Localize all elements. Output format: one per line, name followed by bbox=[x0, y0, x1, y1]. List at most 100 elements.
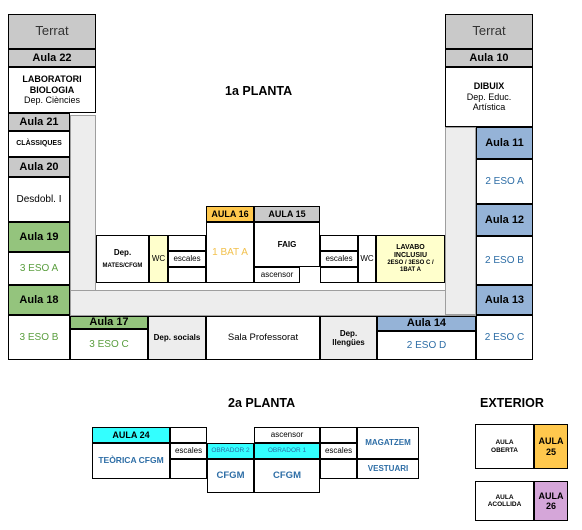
obrador-1-label: OBRADOR 1 bbox=[267, 447, 307, 455]
dep-socials-label: Dep. socials bbox=[153, 333, 201, 343]
aula-22: LABORATORI BIOLOGIA Dep. Ciències bbox=[8, 67, 96, 113]
aula-11-header: Aula 11 bbox=[476, 127, 533, 159]
lavabo-label: LAVABO INCLUSIU bbox=[393, 244, 428, 260]
corridor-left bbox=[70, 115, 96, 315]
escales-2-top bbox=[170, 427, 207, 443]
dep-socials: Dep. socials bbox=[148, 316, 206, 360]
dep-mates-label: Dep. bbox=[113, 247, 132, 257]
wc-right-label: WC bbox=[360, 254, 374, 264]
aula-oberta-label: AULA OBERTA bbox=[491, 439, 518, 454]
dep-llengues-label: Dep. llengües bbox=[332, 328, 365, 347]
escales-left-bottom bbox=[168, 267, 206, 283]
aula-14-label: Aula 14 bbox=[406, 317, 447, 330]
aula-14-desc: 2 ESO D bbox=[406, 339, 447, 351]
aula-24-header: AULA 24 bbox=[92, 427, 170, 443]
aula-17-desc: 3 ESO C bbox=[89, 338, 129, 350]
cfgm-b-label: CFGM bbox=[273, 469, 301, 481]
aula-16-label: AULA 16 bbox=[211, 208, 249, 219]
aula-18: 3 ESO B bbox=[8, 315, 70, 360]
aula-11-label: Aula 11 bbox=[485, 136, 524, 149]
aula-10-dep: Dep. Educ. Artística bbox=[466, 91, 512, 113]
aula-17: 3 ESO C bbox=[70, 329, 148, 360]
aula-18-desc: 3 ESO B bbox=[19, 331, 59, 343]
escales-3: escales bbox=[320, 443, 357, 459]
dep-llengues: Dep. llengües bbox=[320, 316, 377, 360]
escales-left-label: escales bbox=[173, 254, 201, 264]
lavabo-desc: 2ESO / 3ESO C / 1BAT A bbox=[387, 260, 434, 274]
lavabo-inclusiu: LAVABO INCLUSIU 2ESO / 3ESO C / 1BAT A bbox=[376, 235, 445, 283]
sala-professorat: Sala Professorat bbox=[206, 316, 320, 360]
terrat-left-label: Terrat bbox=[35, 23, 69, 39]
aula-22-dep: Dep. Ciències bbox=[23, 95, 81, 106]
aula-10-header: Aula 10 bbox=[445, 49, 533, 67]
escales-3-top bbox=[320, 427, 357, 443]
obrador-2-label: OBRADOR 2 bbox=[211, 447, 250, 455]
aula-15-header: AULA 15 bbox=[254, 206, 320, 222]
terrat-right-label: Terrat bbox=[472, 23, 506, 39]
aula-11-desc: 2 ESO A bbox=[485, 175, 524, 187]
aula-15-label: AULA 15 bbox=[268, 208, 306, 219]
aula-10-desc: DIBUIX bbox=[473, 81, 505, 92]
obrador-2-header: OBRADOR 2 bbox=[207, 443, 254, 459]
cfgm-a-label: CFGM bbox=[216, 469, 245, 481]
escales-3-bottom bbox=[320, 459, 357, 479]
aula-24-desc: TEÒRICA CFGM bbox=[98, 455, 164, 466]
aula-12-label: Aula 12 bbox=[484, 213, 525, 226]
aula-20-desc: Desdobl. I bbox=[16, 193, 62, 205]
escales-2: escales bbox=[170, 443, 207, 459]
aula-16-header: AULA 16 bbox=[206, 206, 254, 222]
aula-21-desc: CLÀSSIQUES bbox=[16, 139, 62, 147]
aula-22-desc: LABORATORI BIOLOGIA bbox=[22, 74, 82, 95]
floor2-title: 2a PLANTA bbox=[228, 396, 296, 410]
escales-left: escales bbox=[168, 251, 206, 267]
aula-24-label: AULA 24 bbox=[112, 429, 150, 440]
aula-17-header: Aula 17 bbox=[70, 316, 148, 329]
escales-left-top bbox=[168, 235, 206, 251]
aula-21-label: Aula 21 bbox=[19, 115, 59, 128]
obrador-2: CFGM bbox=[207, 459, 254, 493]
vestuari: VESTUARI bbox=[357, 459, 419, 479]
aula-25-label: AULA 25 bbox=[538, 436, 564, 457]
aula-10: DIBUIX Dep. Educ. Artística bbox=[445, 67, 533, 127]
aula-16: 1 BAT A bbox=[206, 222, 254, 283]
escales-right-top bbox=[320, 235, 358, 251]
corridor-bottom bbox=[70, 290, 476, 316]
escales-2-bottom bbox=[170, 459, 207, 479]
escales-right-bottom bbox=[320, 267, 358, 283]
corridor-right bbox=[445, 127, 476, 315]
aula-acollida: AULA ACOLLIDA bbox=[475, 481, 534, 521]
aula-12: 2 ESO B bbox=[476, 236, 533, 285]
terrat-left: Terrat bbox=[8, 14, 96, 49]
sala-label: Sala Professorat bbox=[227, 331, 299, 343]
aula-25: AULA 25 bbox=[534, 424, 568, 469]
floor1-title: 1a PLANTA bbox=[225, 84, 293, 98]
aula-13-header: Aula 13 bbox=[476, 285, 533, 315]
aula-21: CLÀSSIQUES bbox=[8, 131, 70, 157]
aula-13: 2 ESO C bbox=[476, 315, 533, 360]
escales-2-label: escales bbox=[174, 446, 203, 456]
ascensor-2: ascensor bbox=[254, 427, 320, 443]
aula-20-label: Aula 20 bbox=[19, 160, 59, 173]
aula-15: FAIG bbox=[254, 222, 320, 267]
escales-right-label: escales bbox=[325, 254, 353, 264]
obrador-1-header: OBRADOR 1 bbox=[254, 443, 320, 459]
dep-mates: Dep. MATES/CFGM bbox=[96, 235, 149, 283]
magatzem: MAGATZEM bbox=[357, 427, 419, 459]
aula-13-label: Aula 13 bbox=[484, 293, 525, 306]
aula-19: 3 ESO A bbox=[8, 252, 70, 285]
aula-20: Desdobl. I bbox=[8, 177, 70, 222]
aula-12-header: Aula 12 bbox=[476, 204, 533, 236]
escales-3-label: escales bbox=[324, 446, 353, 456]
aula-11: 2 ESO A bbox=[476, 159, 533, 204]
terrat-right: Terrat bbox=[445, 14, 533, 49]
magatzem-label: MAGATZEM bbox=[365, 438, 411, 448]
aula-12-desc: 2 ESO B bbox=[485, 254, 524, 266]
aula-22-label: Aula 22 bbox=[32, 51, 72, 64]
dep-mates-desc: MATES/CFGM bbox=[102, 263, 143, 270]
aula-20-header: Aula 20 bbox=[8, 157, 70, 177]
aula-21-header: Aula 21 bbox=[8, 113, 70, 131]
aula-13-desc: 2 ESO C bbox=[484, 331, 525, 343]
aula-18-header: Aula 18 bbox=[8, 285, 70, 315]
aula-22-header: Aula 22 bbox=[8, 49, 96, 67]
exterior-title: EXTERIOR bbox=[480, 396, 544, 410]
